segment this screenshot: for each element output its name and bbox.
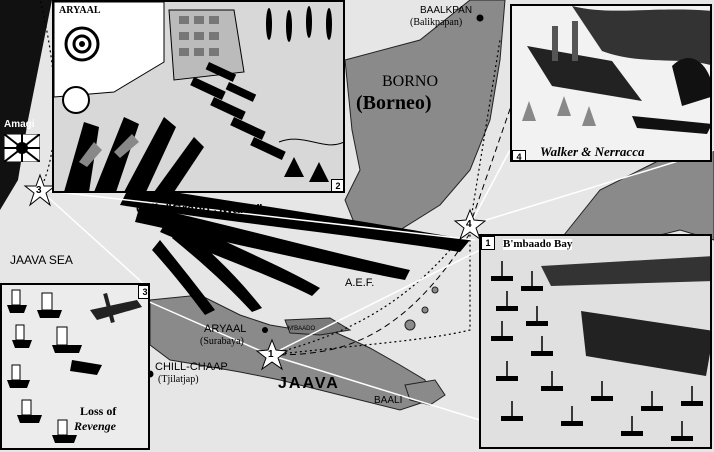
grik-grand-swarm-label: Grik "Grand Swarm" [136, 201, 263, 216]
inset-3-caption-line1: Loss of [80, 404, 117, 418]
aryaal-label: ARYAAL [204, 323, 247, 335]
borno-label: BORNO [382, 73, 439, 90]
inset-1-number: 1 [481, 236, 495, 250]
jaava-sea-label: JAAVA SEA [10, 253, 73, 267]
island [431, 286, 439, 294]
amagi-label: Amagi [4, 119, 35, 130]
tjilatjap-label: (Tjilatjap) [158, 374, 199, 385]
inset-1-caption: B'mbaado Bay [503, 238, 573, 250]
battle-stars [23, 173, 487, 371]
grand-swarm-arrows [120, 185, 470, 315]
inset-loss-of-revenge: 3 Loss of Revenge [0, 283, 150, 450]
rising-sun-flag-icon [4, 134, 40, 162]
island [404, 319, 416, 331]
chill-chaap-label: CHILL-CHAAP [155, 361, 228, 373]
surabaya-label: (Surabaya) [200, 336, 244, 347]
borneo-landmass [344, 0, 506, 236]
inset-pointer-lines [39, 149, 714, 421]
bmbaado-bay-illustration [481, 236, 710, 447]
inset-aryaal-city: ARYAAL 2 [52, 0, 345, 193]
baalkpan-dot [476, 14, 484, 22]
walker-nerracca-illustration [512, 6, 710, 160]
battle-number-1: 1 [268, 349, 274, 360]
island [421, 306, 429, 314]
mbaado-label: M'BAADO [288, 326, 316, 332]
inset-bmbaado-bay: B'mbaado Bay 1 [479, 234, 712, 449]
aryaal-city-illustration [54, 2, 343, 191]
inset-2-number: 2 [331, 179, 343, 191]
loss-of-revenge-illustration [2, 285, 148, 448]
inset-3-number: 3 [138, 285, 148, 299]
jaava-label: JAAVA [278, 375, 340, 392]
inset-4-caption: Walker & Nerracca [540, 144, 645, 159]
baali-label: BAALI [374, 395, 403, 406]
battle-number-4: 4 [466, 219, 472, 230]
inset-2-caption: ARYAAL [59, 5, 101, 16]
baalkpan-label: BAALKPAN [420, 5, 473, 16]
inset-4-number: 4 [512, 150, 526, 160]
inset-3-caption-line2: Revenge [74, 419, 116, 433]
madura-landmass [284, 317, 352, 336]
aef-label: A.E.F. [345, 277, 375, 289]
balikpapan-label: (Balikpapan) [410, 17, 463, 28]
borneo-label: (Borneo) [356, 92, 432, 114]
battle-number-3: 3 [36, 185, 42, 196]
amagi-marker: Amagi [2, 120, 40, 164]
inset-walker-nerracca: Walker & Nerracca 4 [510, 4, 712, 162]
aryaal-dot [262, 327, 268, 333]
fleet-routes [39, 0, 501, 356]
